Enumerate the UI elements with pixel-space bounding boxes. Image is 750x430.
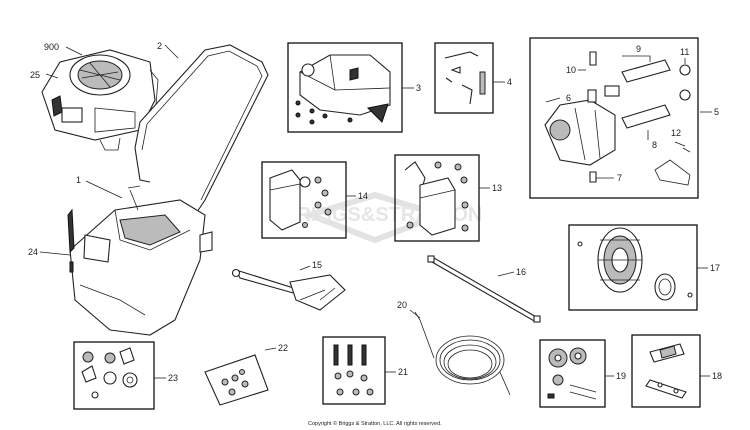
valve-cover-13-part	[404, 161, 469, 236]
callout-3: 3	[416, 83, 421, 93]
copyright-notice: Copyright © Briggs & Stratton, LLC. All …	[308, 420, 442, 427]
leader-25	[45, 73, 59, 79]
callout-7: 7	[617, 173, 622, 183]
callout-8: 8	[652, 140, 657, 150]
callout-11: 11	[680, 47, 689, 57]
bracket-18-part	[645, 343, 687, 399]
box-4	[434, 42, 494, 114]
wand-part	[427, 255, 541, 323]
callout-15: 15	[312, 260, 322, 270]
leader-9	[622, 55, 651, 62]
engine-part	[41, 49, 159, 151]
callout-13: 13	[492, 183, 502, 193]
box-5	[529, 37, 699, 199]
gears-19-part	[547, 347, 597, 400]
hose-fittings-part	[444, 51, 486, 105]
callout-9: 9	[636, 44, 641, 54]
callout-4: 4	[507, 77, 512, 87]
callout-6: 6	[566, 93, 571, 103]
callout-2: 2	[157, 41, 162, 51]
leader-12	[674, 141, 686, 147]
callout-16: 16	[516, 267, 526, 277]
hardware-23-part	[81, 347, 138, 399]
leader-900	[65, 46, 83, 56]
box-14	[261, 161, 347, 239]
callout-25: 25	[30, 70, 40, 80]
box-17	[568, 224, 698, 311]
callout-5: 5	[714, 107, 719, 117]
pump-assembly-part	[544, 51, 691, 186]
callout-24: 24	[28, 247, 38, 257]
callout-10: 10	[566, 65, 576, 75]
leader-20	[409, 309, 421, 319]
leader-1	[85, 180, 123, 199]
callout-1: 1	[76, 175, 81, 185]
bolt-24-part	[69, 261, 74, 273]
hose-part	[414, 311, 511, 396]
pump-shroud-part	[299, 54, 391, 123]
callout-12: 12	[671, 128, 681, 138]
hardware-bag-22-part	[204, 354, 269, 406]
leader-16	[497, 271, 515, 277]
valve-cover-14-part	[269, 169, 332, 231]
hardware-21-part	[333, 344, 374, 396]
box-23	[73, 341, 155, 410]
frame-part	[67, 185, 213, 336]
callout-17: 17	[710, 263, 720, 273]
callout-22: 22	[278, 343, 288, 353]
leader-6	[545, 97, 561, 103]
callout-900: 900	[44, 42, 59, 52]
spray-gun-part	[231, 268, 346, 311]
box-18	[631, 334, 701, 408]
callout-19: 19	[616, 371, 626, 381]
wheel-part	[577, 227, 693, 301]
callout-20: 20	[397, 300, 407, 310]
callout-23: 23	[168, 373, 178, 383]
handle-part	[134, 44, 269, 216]
callout-18: 18	[712, 371, 722, 381]
box-3	[287, 42, 403, 133]
leader-15	[299, 265, 311, 271]
callout-14: 14	[358, 191, 368, 201]
leader-24	[39, 251, 71, 256]
screws-3	[295, 100, 353, 125]
box-13	[394, 154, 480, 242]
leader-22	[264, 347, 277, 351]
box-21	[322, 336, 386, 405]
box-19	[539, 339, 606, 408]
callout-21: 21	[398, 367, 408, 377]
